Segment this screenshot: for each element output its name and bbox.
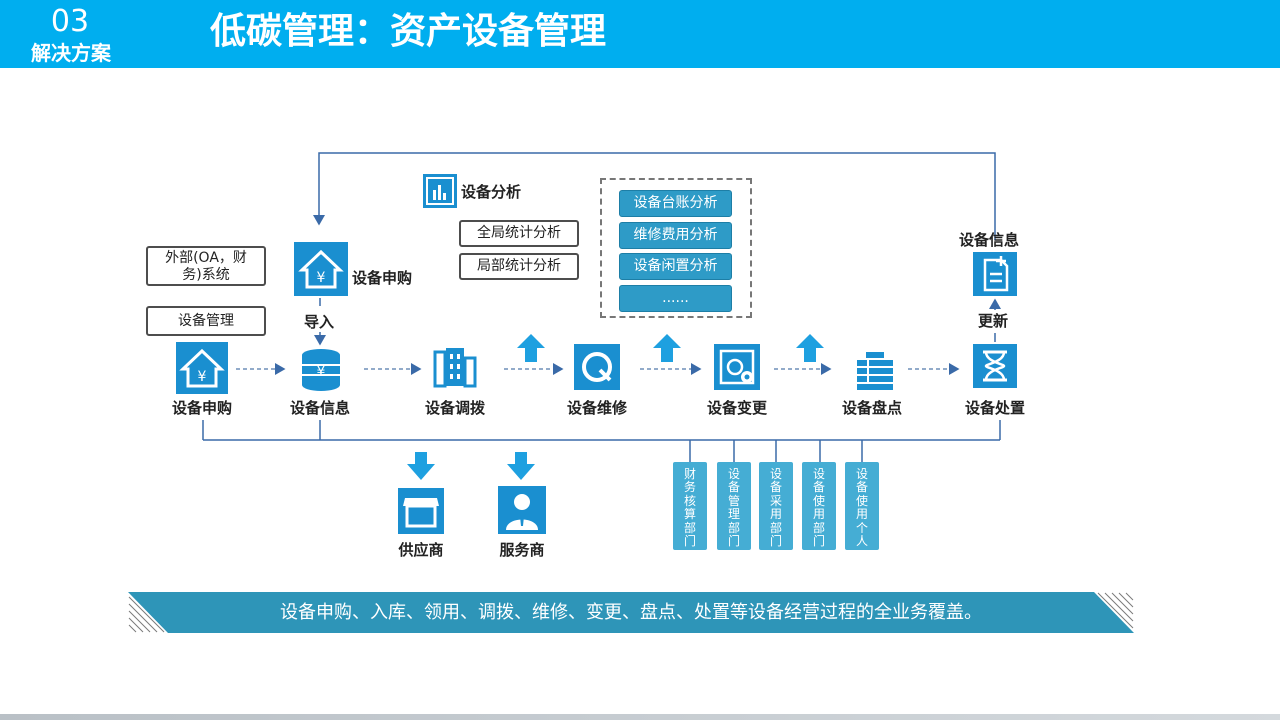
summary-banner: 设备申购、入库、领用、调拨、维修、变更、盘点、处置等设备经营过程的全业务覆盖。	[128, 592, 1134, 633]
dept-char: 设	[727, 467, 740, 481]
dept-char: 备	[855, 480, 868, 495]
external-system-box: 外部(OA，财务)系统	[146, 246, 266, 286]
footer-bar	[0, 714, 1280, 720]
local-analysis-label: 局部统计分析	[477, 258, 561, 274]
step-label-inventory: 设备盘点	[841, 399, 902, 417]
repair-cost-label: 维修费用分析	[633, 227, 718, 243]
right-info-label: 设备信息	[959, 231, 1020, 249]
more-analysis-pill: ......	[619, 285, 732, 312]
dept-char: 个	[855, 520, 868, 535]
dept-char: 务	[683, 480, 696, 495]
person-icon	[498, 486, 546, 534]
document-plus-icon	[973, 252, 1017, 296]
dept-char: 采	[769, 493, 782, 508]
banner-decoration	[128, 592, 1134, 633]
step-label-repair: 设备维修	[566, 399, 627, 417]
dept-char: 部	[769, 520, 782, 535]
dept-char: 使	[855, 493, 868, 508]
apply-house-icon: ¥	[294, 242, 348, 296]
dept-char: 管	[727, 493, 740, 508]
more-analysis-label: ......	[662, 290, 689, 306]
svg-text:¥: ¥	[198, 369, 207, 385]
dept-finance-pill: 财务核算部门	[673, 462, 707, 550]
dept-char: 算	[683, 507, 696, 522]
analysis-title: 设备分析	[461, 183, 522, 201]
dept-char: 用	[769, 507, 782, 522]
dept-char: 门	[812, 534, 825, 549]
page-title: 低碳管理：资产设备管理	[210, 11, 607, 52]
dept-char: 部	[683, 520, 696, 535]
idle-analysis-label: 设备闲置分析	[633, 258, 718, 274]
dept-char: 备	[727, 480, 740, 495]
summary-banner-text: 设备申购、入库、领用、调拨、维修、变更、盘点、处置等设备经营过程的全业务覆盖。	[280, 602, 982, 623]
feedback-loop-line	[313, 152, 996, 240]
dept-individual-pill: 设备使用个人	[845, 462, 879, 550]
svg-text:¥: ¥	[317, 270, 326, 286]
storefront-icon	[398, 488, 444, 534]
dept-char: 备	[812, 480, 825, 495]
ledger-analysis-pill: 设备台账分析	[619, 190, 732, 217]
dept-char: 部	[812, 520, 825, 535]
building-icon	[432, 344, 478, 390]
dept-char: 核	[683, 493, 696, 508]
step-label-info: 设备信息	[289, 399, 350, 417]
dept-char: 备	[769, 480, 782, 495]
section-number: 03	[50, 4, 90, 39]
inventory-list-icon	[854, 350, 896, 392]
dept-procurement-pill: 设备采用部门	[759, 462, 793, 550]
import-label: 导入	[304, 313, 335, 331]
ledger-analysis-label: 设备台账分析	[633, 195, 718, 211]
dept-char: 设	[855, 467, 868, 481]
dept-char: 设	[769, 467, 782, 481]
dept-char: 用	[855, 507, 868, 522]
analysis-dashed-group	[600, 178, 752, 318]
dept-char: 用	[812, 507, 825, 522]
dept-management-pill: 设备管理部门	[717, 462, 751, 550]
safe-gear-icon	[714, 344, 760, 390]
dept-char: 门	[683, 534, 696, 549]
dept-char: 财	[683, 467, 696, 481]
section-name: 解决方案	[31, 41, 111, 65]
step-label-change: 设备变更	[706, 399, 767, 417]
idle-analysis-pill: 设备闲置分析	[619, 253, 732, 280]
global-analysis-box: 全局统计分析	[459, 220, 579, 247]
dept-char: 门	[727, 534, 740, 549]
global-analysis-label: 全局统计分析	[477, 225, 561, 241]
dept-char: 使	[812, 493, 825, 508]
partner-service-label: 服务商	[499, 541, 545, 559]
local-analysis-box: 局部统计分析	[459, 253, 579, 280]
equipment-mgmt-box: 设备管理	[146, 306, 266, 336]
partner-supplier-label: 供应商	[398, 541, 444, 559]
header-bar	[0, 0, 1280, 68]
dept-char: 门	[769, 534, 782, 549]
coin-stack-icon: ¥	[298, 346, 344, 392]
repair-search-icon	[574, 344, 620, 390]
dept-char: 人	[855, 534, 868, 549]
dept-char: 理	[727, 507, 740, 522]
step-label-disposal: 设备处置	[964, 399, 1025, 417]
step-label-transfer: 设备调拨	[424, 399, 485, 417]
hourglass-icon	[973, 344, 1017, 388]
top-apply-label: 设备申购	[352, 269, 413, 287]
external-system-label: 外部(OA，财务)系统	[165, 250, 247, 283]
dept-char: 设	[812, 467, 825, 481]
bar-chart-icon	[423, 174, 457, 208]
down-arrows	[407, 452, 535, 480]
dept-char: 部	[727, 520, 740, 535]
update-label: 更新	[978, 312, 1009, 330]
dept-usage-pill: 设备使用部门	[802, 462, 836, 550]
apply-house-icon: ¥	[176, 342, 228, 394]
step-label-apply: 设备申购	[171, 399, 232, 417]
repair-cost-pill: 维修费用分析	[619, 222, 732, 249]
up-arrows	[517, 334, 824, 362]
svg-text:¥: ¥	[317, 364, 326, 380]
equipment-mgmt-label: 设备管理	[178, 313, 234, 329]
